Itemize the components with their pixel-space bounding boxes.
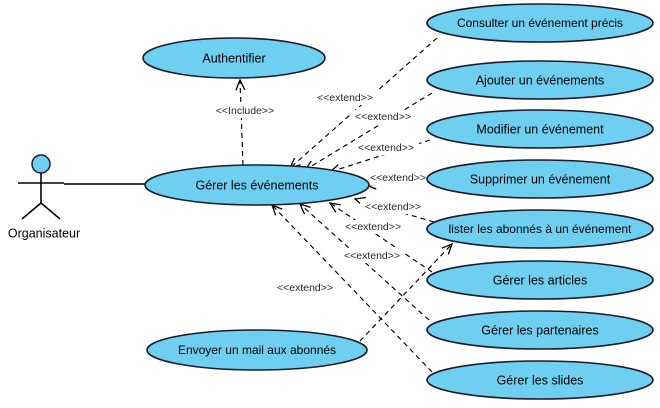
actor-layer: Organisateur <box>8 154 80 240</box>
relation-extend-modifier: <<extend>> <box>328 139 431 174</box>
stereotype-label-backdrop <box>212 104 278 118</box>
relationship-layer: <<Include>> <<extend>> <<extend>> <<extend>… <box>212 37 454 373</box>
use-case-label: Authentifier <box>202 51 265 65</box>
use-case-modifier-evenement[interactable]: Modifier un événement <box>426 109 654 149</box>
use-case-ellipse[interactable] <box>142 37 326 79</box>
use-case-consulter-evenement-precis[interactable]: Consulter un événement précis <box>426 3 654 43</box>
actor-name-label: Organisateur <box>8 226 80 240</box>
use-case-ellipse[interactable] <box>426 109 654 149</box>
relation-line <box>304 92 433 171</box>
actor-organisateur[interactable]: Organisateur <box>8 154 80 240</box>
use-case-label: Ajouter un événements <box>476 73 605 87</box>
stereotype-label-backdrop <box>360 200 426 214</box>
arrowhead-icon <box>328 202 341 213</box>
use-case-label: Consulter un événement précis <box>457 16 623 30</box>
use-case-gerer-slides[interactable]: Gérer les slides <box>426 360 654 400</box>
use-case-label: Gérer les articles <box>493 273 587 287</box>
stereotype-label-backdrop <box>350 110 416 124</box>
use-case-ajouter-evenements[interactable]: Ajouter un événements <box>426 60 654 100</box>
use-case-label: Modifier un événement <box>476 122 604 136</box>
relation-link-envoyer-lister <box>359 242 454 342</box>
stereotype-label: <<extend>> <box>365 201 421 213</box>
stereotype-label-backdrop <box>340 220 406 234</box>
stereotype-label: <<extend>> <box>355 111 411 123</box>
arrowhead-icon <box>235 78 246 91</box>
actor-leg-left-icon <box>21 202 42 220</box>
relation-extend-articles: <<extend>> <box>328 202 433 273</box>
stereotype-label: <<extend>> <box>370 172 426 184</box>
relation-line <box>271 204 433 373</box>
stereotype-label-backdrop <box>312 91 378 105</box>
stereotype-label: <<extend>> <box>277 282 333 294</box>
relation-line <box>239 79 244 166</box>
relation-extend-lister: <<extend>> <box>353 196 435 223</box>
relation-line <box>289 37 438 169</box>
use-case-label: Supprimer un événement <box>470 172 611 186</box>
actor-leg-right-icon <box>40 202 61 220</box>
use-case-supprimer-evenement[interactable]: Supprimer un événement <box>426 159 654 199</box>
use-case-ellipse[interactable] <box>426 3 654 43</box>
use-case-ellipse[interactable] <box>426 360 654 400</box>
use-case-label: Gérer les partenaires <box>481 323 598 337</box>
relation-include-authentifier: <<Include>> <box>212 78 278 166</box>
use-case-envoyer-mail-abonnes[interactable]: Envoyer un mail aux abonnés <box>146 329 368 371</box>
arrowhead-icon <box>441 242 454 255</box>
relation-line <box>359 243 453 342</box>
stereotype-label: <<extend>> <box>345 221 401 233</box>
use-case-ellipse[interactable] <box>426 310 654 350</box>
use-case-ellipse[interactable] <box>426 209 654 249</box>
use-case-ellipse[interactable] <box>146 329 368 371</box>
use-case-label: Envoyer un mail aux abonnés <box>178 343 336 357</box>
relation-line <box>329 202 433 273</box>
stereotype-label: <<extend>> <box>358 142 414 154</box>
use-case-ellipse[interactable] <box>426 260 654 300</box>
use-case-label: lister les abonnés à un événement <box>449 222 632 236</box>
use-case-authentifier[interactable]: Authentifier <box>142 37 326 79</box>
use-case-gerer-evenements[interactable]: Gérer les événements <box>144 164 370 206</box>
use-case-ellipse[interactable] <box>426 60 654 100</box>
use-case-label: Gérer les slides <box>497 373 584 387</box>
relation-extend-supprimer: <<extend>> <box>364 171 431 190</box>
stereotype-label-backdrop <box>365 171 431 185</box>
use-case-lister-abonnes-evenement[interactable]: lister les abonnés à un événement <box>426 209 654 249</box>
relation-line <box>299 203 430 321</box>
relation-line <box>354 198 435 223</box>
stereotype-label: <<extend>> <box>317 92 373 104</box>
stereotype-label-backdrop <box>339 249 405 263</box>
use-case-gerer-articles[interactable]: Gérer les articles <box>426 260 654 300</box>
use-case-label: Gérer les événements <box>196 178 319 192</box>
stereotype-label: <<extend>> <box>344 250 400 262</box>
relation-extend-ajouter: <<extend>> <box>303 92 433 171</box>
use-case-ellipse[interactable] <box>426 159 654 199</box>
stereotype-label-backdrop <box>353 141 419 155</box>
stereotype-label-backdrop <box>272 281 338 295</box>
relation-extend-partenaires: <<extend>> <box>298 202 430 321</box>
use-case-ellipse[interactable] <box>144 164 370 206</box>
actor-head-icon <box>31 154 51 174</box>
stereotype-label: <<Include>> <box>216 105 274 117</box>
use-case-gerer-partenaires[interactable]: Gérer les partenaires <box>426 310 654 350</box>
